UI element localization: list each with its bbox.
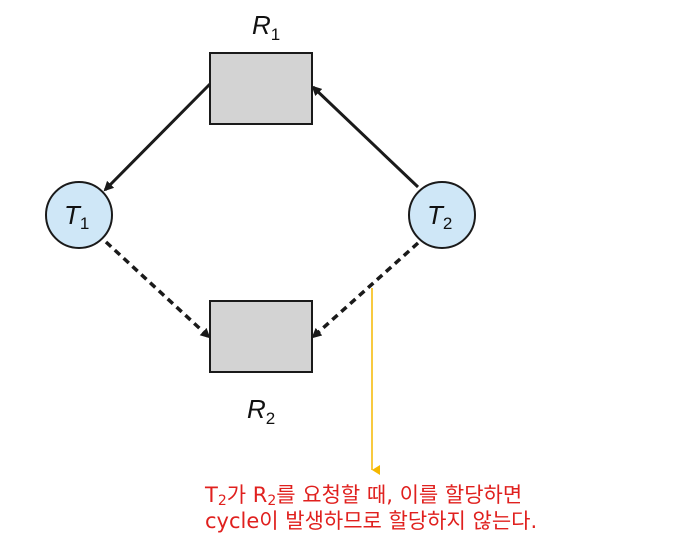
thread-t1-label: T1 bbox=[64, 200, 89, 233]
thread-t1-node bbox=[45, 181, 113, 249]
edge-t2-to-r1 bbox=[311, 85, 420, 189]
edge-r1-to-t1 bbox=[103, 82, 212, 192]
resource-r1-label: R1 bbox=[252, 10, 280, 44]
thread-t2-node bbox=[408, 181, 476, 249]
resource-r2-box bbox=[209, 300, 313, 373]
annotation-line-2: cycle이 발생하므로 할당하지 않는다. bbox=[205, 509, 538, 533]
resource-r1-box bbox=[209, 52, 313, 125]
claim-edge-t1-to-r2 bbox=[104, 240, 211, 339]
annotation-note: T2가 R2를 요청할 때, 이를 할당하면 cycle이 발생하므로 할당하지… bbox=[205, 482, 675, 534]
resource-r2-label: R2 bbox=[247, 394, 275, 428]
claim-edge-t2-to-r2 bbox=[311, 241, 420, 339]
thread-t2-label: T2 bbox=[427, 200, 452, 233]
annotation-line-1: T2가 R2를 요청할 때, 이를 할당하면 bbox=[205, 483, 523, 509]
